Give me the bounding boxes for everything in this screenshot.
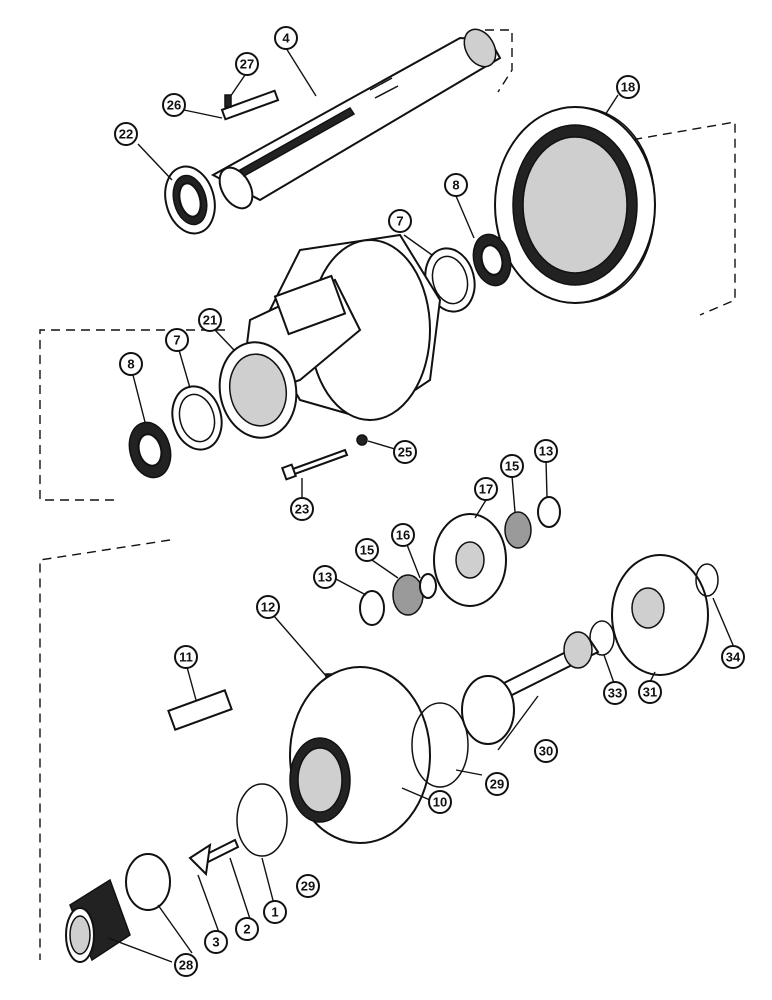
callout-29-lower: 29 [296, 874, 320, 898]
callout-16-label: 16 [396, 528, 410, 543]
coupling-gear [65, 878, 131, 963]
callout-3: 3 [204, 930, 228, 954]
callout-33-label: 33 [608, 686, 622, 701]
callout-27-label: 27 [240, 57, 254, 72]
callout-3-label: 3 [212, 935, 219, 950]
callout-8-upper: 8 [444, 173, 468, 197]
callout-28-label: 28 [179, 958, 193, 973]
callout-21-label: 21 [203, 313, 217, 328]
callout-8-lower-label: 8 [127, 357, 134, 372]
callout-11: 11 [174, 645, 198, 669]
snap-ring-upper [411, 702, 469, 788]
planet-gear [433, 513, 507, 607]
lock-plate [188, 842, 212, 877]
bearing-cup-lower [171, 385, 223, 451]
callout-22: 22 [114, 122, 138, 146]
bearing-cone-lower [128, 421, 172, 479]
callout-12-label: 12 [261, 600, 275, 615]
bearing-cone-upper [472, 233, 512, 287]
callout-7-upper-label: 7 [396, 214, 403, 229]
callout-15-left-label: 15 [360, 543, 374, 558]
callout-31-label: 31 [643, 685, 657, 700]
callout-25: 25 [393, 440, 417, 464]
callout-2: 2 [235, 917, 259, 941]
callout-21: 21 [198, 308, 222, 332]
callout-16: 16 [391, 523, 415, 547]
callout-23: 23 [290, 497, 314, 521]
callout-12: 12 [256, 595, 280, 619]
callout-1: 1 [263, 900, 287, 924]
callout-23-label: 23 [295, 502, 309, 517]
callout-26: 26 [162, 93, 186, 117]
thrust-washer-right [537, 496, 561, 528]
callout-15-right-label: 15 [505, 459, 519, 474]
callout-7-lower-label: 7 [173, 333, 180, 348]
ring-gear [494, 106, 656, 304]
callout-13-left-label: 13 [318, 570, 332, 585]
thrust-plug [125, 853, 171, 911]
input-shaft [461, 631, 600, 745]
callout-30: 30 [534, 739, 558, 763]
sun-gear-carrier [611, 554, 709, 676]
callout-29-upper-label: 29 [490, 777, 504, 792]
callout-7-lower: 7 [165, 328, 189, 352]
callout-29-upper: 29 [485, 772, 509, 796]
callout-11-label: 11 [179, 650, 193, 665]
hub-housing [218, 233, 442, 439]
callout-13-right: 13 [534, 439, 558, 463]
pin [167, 689, 233, 731]
callout-8-lower: 8 [119, 352, 143, 376]
callout-28: 28 [174, 953, 198, 977]
callout-15-right: 15 [500, 454, 524, 478]
callout-29-lower-label: 29 [301, 879, 315, 894]
needle-bearing-left [392, 574, 424, 616]
thrust-washer-left [359, 590, 385, 626]
callout-27: 27 [235, 52, 259, 76]
callout-8-upper-label: 8 [452, 178, 459, 193]
callout-17: 17 [474, 477, 498, 501]
bolt [280, 448, 349, 481]
callout-33: 33 [603, 681, 627, 705]
shaft-seal [164, 165, 216, 235]
planet-carrier [289, 666, 431, 844]
key-pin [224, 94, 232, 108]
callout-30-label: 30 [539, 744, 553, 759]
callout-4: 4 [274, 26, 298, 50]
callout-26-label: 26 [167, 98, 181, 113]
needle-bearing-right [504, 511, 532, 549]
callout-10: 10 [428, 790, 452, 814]
callout-18-label: 18 [621, 80, 635, 95]
spacer-washer [419, 573, 437, 599]
snap-ring-34 [695, 563, 719, 597]
shaft-key [220, 89, 280, 121]
callout-10-label: 10 [433, 795, 447, 810]
callout-34: 34 [721, 645, 745, 669]
callout-22-label: 22 [119, 127, 133, 142]
leader-lines [107, 47, 734, 963]
callout-4-label: 4 [282, 31, 290, 46]
snap-ring-33 [589, 620, 615, 656]
washer [356, 434, 368, 446]
dashed-group-line-upper [39, 29, 736, 960]
callout-25-label: 25 [398, 445, 412, 460]
callout-31: 31 [638, 680, 662, 704]
callout-1-label: 1 [271, 905, 278, 920]
callout-34-label: 34 [726, 650, 741, 665]
callout-13-right-label: 13 [539, 444, 553, 459]
callout-15-left: 15 [355, 538, 379, 562]
axle-shaft [210, 28, 502, 210]
callout-7-upper: 7 [388, 209, 412, 233]
callout-13-left: 13 [313, 565, 337, 589]
callout-18: 18 [616, 75, 640, 99]
callout-17-label: 17 [479, 482, 493, 497]
callout-2-label: 2 [243, 922, 250, 937]
snap-ring-lower [236, 783, 288, 857]
